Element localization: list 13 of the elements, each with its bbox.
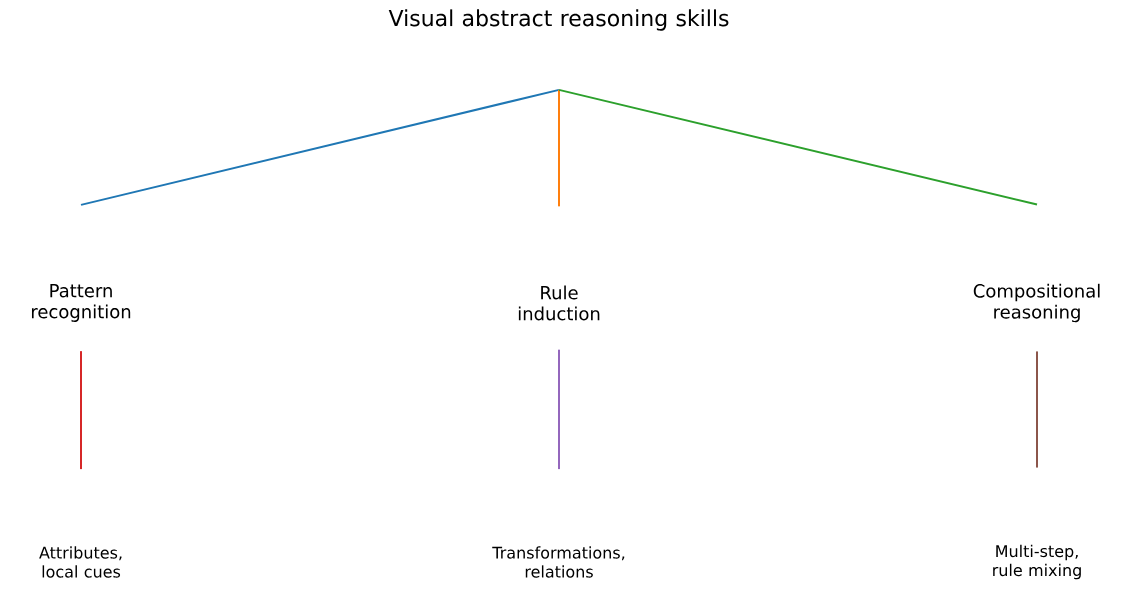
category-label: Pattern recognition [32, 284, 131, 322]
connector-line [558, 88, 1038, 206]
leaf-label: Attributes, local cues [39, 546, 122, 578]
connector-line [80, 350, 82, 471]
connector-line [1036, 350, 1038, 469]
connector-line [80, 88, 560, 206]
connector-line [558, 348, 560, 471]
leaf-label: Multi-step, rule mixing [993, 544, 1081, 580]
leaf-label: Transformations, relations [492, 546, 625, 578]
category-label: Rule induction [518, 285, 600, 321]
connector-line [558, 88, 560, 208]
category-label: Compositional reasoning [973, 283, 1100, 323]
title-text: Visual abstract reasoning skills [388, 9, 729, 31]
